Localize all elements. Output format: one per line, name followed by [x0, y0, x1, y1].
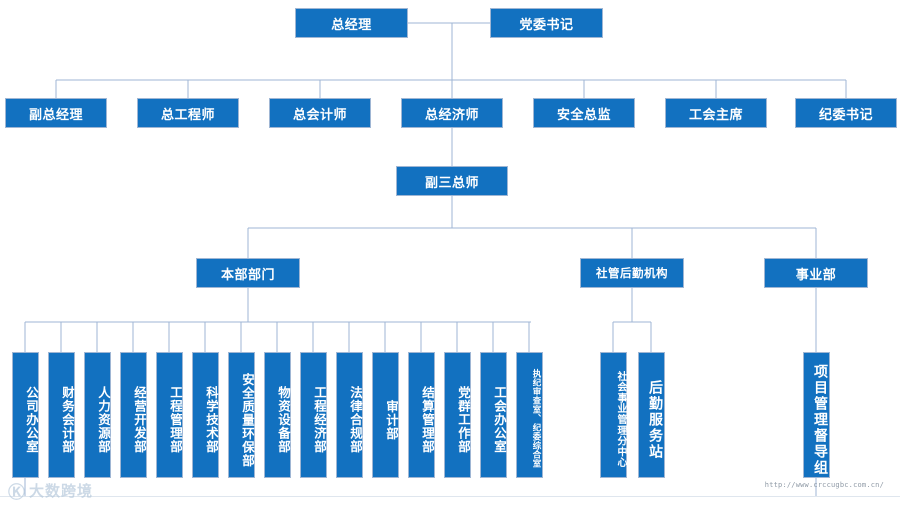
node-label: 安全总监	[556, 106, 611, 122]
node-company-office[interactable]: 公司办公室	[12, 352, 39, 478]
node-label: 事业部	[795, 266, 837, 282]
watermark-text: 大数跨境	[29, 483, 94, 500]
node-business-division[interactable]: 事业部	[764, 258, 868, 288]
node-label: 经营开发部	[132, 386, 146, 454]
node-label: 党委书记	[519, 16, 574, 32]
node-label: 审计部	[384, 399, 398, 441]
node-engineering-management-dept[interactable]: 工程管理部	[156, 352, 183, 478]
node-business-development-dept[interactable]: 经营开发部	[120, 352, 147, 478]
node-social-logistics-org[interactable]: 社管后勤机构	[580, 258, 684, 288]
node-label: 法律合规部	[348, 386, 362, 454]
node-label: 总会计师	[292, 106, 347, 122]
node-finance-accounting-dept[interactable]: 财务会计部	[48, 352, 75, 478]
node-project-management-supervision-group[interactable]: 项目管理督导组	[803, 352, 830, 478]
node-party-mass-work-dept[interactable]: 党群工作部	[444, 352, 471, 478]
node-science-technology-dept[interactable]: 科学技术部	[192, 352, 219, 478]
footer-url: http://www.crccugbc.com.cn/	[764, 481, 884, 489]
node-legal-compliance-dept[interactable]: 法律合规部	[336, 352, 363, 478]
watermark-logo-icon: Ⓚ	[8, 483, 25, 503]
node-label: 总经理	[331, 16, 372, 32]
node-chief-economist[interactable]: 总经济师	[401, 98, 503, 128]
node-label: 副总经理	[28, 106, 83, 122]
node-label: 科学技术部	[204, 386, 218, 454]
node-safety-quality-environment-dept[interactable]: 安全质量环保部	[228, 352, 255, 478]
node-audit-dept[interactable]: 审计部	[372, 352, 399, 478]
node-label: 后勤服务站	[648, 380, 664, 460]
node-chief-accountant[interactable]: 总会计师	[269, 98, 371, 128]
node-label: 副三总师	[424, 174, 479, 190]
node-label: 人力资源部	[96, 386, 110, 454]
node-label: 党群工作部	[456, 386, 470, 454]
watermark: Ⓚ 大数跨境	[8, 478, 93, 503]
node-human-resources-dept[interactable]: 人力资源部	[84, 352, 111, 478]
node-deputy-three-chiefs[interactable]: 副三总师	[396, 166, 508, 196]
node-party-secretary[interactable]: 党委书记	[490, 8, 603, 38]
node-label: 安全质量环保部	[240, 372, 254, 468]
node-logistics-service-station[interactable]: 后勤服务站	[638, 352, 665, 478]
node-label: 财务会计部	[60, 386, 74, 454]
node-label: 工程经济部	[312, 386, 326, 454]
node-union-chairman[interactable]: 工会主席	[665, 98, 767, 128]
node-general-manager[interactable]: 总经理	[295, 8, 408, 38]
node-label: 工程管理部	[168, 386, 182, 454]
node-label: 结算管理部	[420, 386, 434, 454]
node-deputy-general-manager[interactable]: 副总经理	[5, 98, 107, 128]
node-label: 物资设备部	[276, 386, 290, 454]
footer-divider	[0, 496, 900, 497]
node-label: 工会主席	[688, 106, 743, 122]
node-chief-engineer[interactable]: 总工程师	[137, 98, 239, 128]
node-label: 项目管理督导组	[813, 364, 829, 476]
node-union-office[interactable]: 工会办公室	[480, 352, 507, 478]
node-label: 总工程师	[160, 106, 215, 122]
node-label: 执纪审查室、纪委综合室	[532, 368, 542, 468]
node-engineering-economy-dept[interactable]: 工程经济部	[300, 352, 327, 478]
node-label: 本部部门	[220, 266, 275, 282]
node-settlement-management-dept[interactable]: 结算管理部	[408, 352, 435, 478]
node-headquarters-departments[interactable]: 本部部门	[196, 258, 300, 288]
node-materials-equipment-dept[interactable]: 物资设备部	[264, 352, 291, 478]
node-discipline-secretary[interactable]: 纪委书记	[795, 98, 897, 128]
node-label: 公司办公室	[24, 386, 38, 454]
node-label: 工会办公室	[492, 386, 506, 454]
node-discipline-inspection-office[interactable]: 执纪审查室、纪委综合室	[516, 352, 543, 478]
node-label: 社管后勤机构	[596, 268, 668, 280]
node-safety-director[interactable]: 安全总监	[533, 98, 635, 128]
node-label: 纪委书记	[818, 106, 873, 122]
node-label: 社会事业管理分中心	[615, 371, 626, 469]
node-social-affairs-management-center[interactable]: 社会事业管理分中心	[600, 352, 627, 478]
node-label: 总经济师	[424, 106, 479, 122]
